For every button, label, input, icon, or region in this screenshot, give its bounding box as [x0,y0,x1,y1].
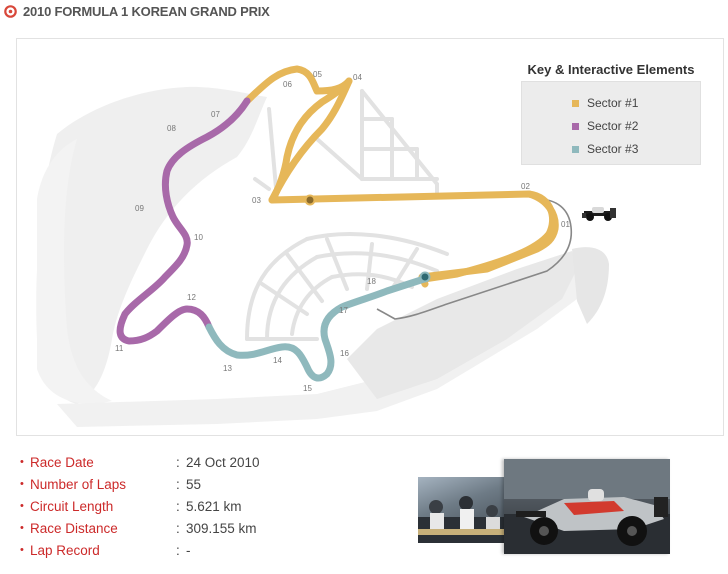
sector-3-marker[interactable] [419,271,431,283]
page-header: 2010 FORMULA 1 KOREAN GRAND PRIX [4,0,724,22]
race-car-illustration [504,459,670,554]
legend-item-sector-3[interactable]: Sector #3 [572,141,638,157]
legend-item-sector-1[interactable]: Sector #1 [572,95,638,111]
turn-label: 13 [223,364,232,373]
turn-label: 14 [273,356,282,365]
bullet: • [20,456,24,468]
pit-lane [376,198,573,320]
legend-item-sector-2[interactable]: Sector #2 [572,118,638,134]
turn-label: 08 [167,124,176,133]
pit-crew-photo[interactable] [418,477,510,543]
turn-label: 16 [340,349,349,358]
page-title: 2010 FORMULA 1 KOREAN GRAND PRIX [23,3,270,19]
info-label: Race Distance [30,520,118,536]
arrow-right-icon [436,260,456,268]
info-value: 55 [186,476,202,492]
turn-label: 03 [252,196,261,205]
sector-1-path[interactable] [243,65,559,288]
info-label: Circuit Length [30,498,114,514]
info-row-circuit-length: • Circuit Length : 5.621 km [20,496,242,516]
turn-label: 01 [561,220,570,229]
turn-labels: 01 02 03 04 05 06 07 08 09 10 11 12 13 1… [115,70,570,393]
f1-car-icon[interactable] [582,207,616,221]
circuit-map[interactable]: 01 02 03 04 05 06 07 08 09 10 11 12 13 1… [17,39,723,435]
turn-label: 17 [339,306,348,315]
turn-label: 15 [303,384,312,393]
legend-item-label: Sector #2 [587,119,639,133]
legend-box: Sector #1 Sector #2 Sector #3 [521,81,701,165]
turn-label: 06 [283,80,292,89]
info-row-race-distance: • Race Distance : 309.155 km [20,518,257,538]
info-separator: : [176,476,180,492]
turn-label: 09 [135,204,144,213]
bullet: • [20,522,24,534]
turn-label: 18 [367,277,376,286]
sector-1-marker[interactable] [304,194,316,206]
turn-label: 05 [313,70,322,79]
turn-label: 12 [187,293,196,302]
info-row-lap-record: • Lap Record : - [20,540,191,560]
bullet: • [20,500,24,512]
legend: Key & Interactive Elements Sector #1 Sec… [521,61,701,171]
ring-logo-icon [4,4,17,18]
legend-item-label: Sector #1 [587,96,639,110]
race-info: • Race Date : 24 Oct 2010 • Number of La… [20,452,400,567]
info-value: - [186,542,191,558]
legend-title: Key & Interactive Elements [527,62,695,77]
turn-label: 07 [211,110,220,119]
bullet: • [20,478,24,490]
info-value: 5.621 km [186,498,242,514]
info-value: 309.155 km [186,520,257,536]
pit-crew-illustration [418,496,510,543]
sector-3-swatch [572,145,579,153]
info-separator: : [176,520,180,536]
info-value: 24 Oct 2010 [186,454,260,470]
info-separator: : [176,498,180,514]
info-label: Lap Record [30,542,100,558]
info-label: Number of Laps [30,476,127,492]
legend-item-label: Sector #3 [587,142,639,156]
terrain [36,86,609,427]
sector-1-main [420,190,556,283]
sector-1-return [268,77,353,204]
sector-2-swatch [572,122,579,130]
sector-1-swatch [572,99,579,107]
bullet: • [20,544,24,556]
turn-label: 10 [194,233,203,242]
sector-2-path[interactable] [116,97,251,345]
info-row-number-of-laps: • Number of Laps : 55 [20,474,201,494]
turn-label: 02 [521,182,530,191]
info-label: Race Date [30,454,94,470]
race-car-photo[interactable] [504,459,670,554]
turn-label: 04 [353,73,362,82]
info-separator: : [176,454,180,470]
turn-label: 11 [115,344,124,353]
info-row-race-date: • Race Date : 24 Oct 2010 [20,452,260,472]
sector-3-path[interactable] [205,275,428,382]
circuit-map-panel: 01 02 03 04 05 06 07 08 09 10 11 12 13 1… [16,38,724,436]
info-separator: : [176,542,180,558]
